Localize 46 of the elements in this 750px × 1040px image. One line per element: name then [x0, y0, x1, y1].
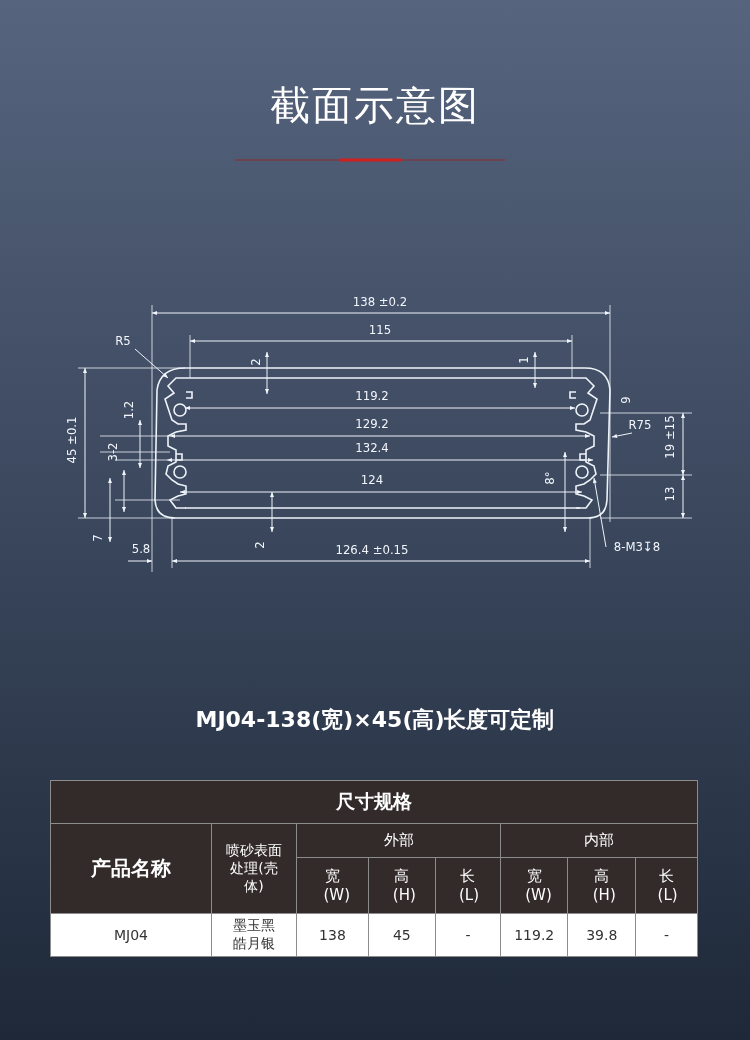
column-header: 高(H) [368, 857, 436, 914]
column-header: 喷砂表面处理(壳体) [211, 823, 297, 914]
column-header: 高(H) [567, 857, 636, 914]
table-title: 尺寸规格 [50, 780, 698, 824]
leader-line [134, 348, 169, 379]
dimension-text: 1.2 [122, 400, 136, 420]
table-cell: 119.2 [500, 913, 568, 957]
table-cell: - [635, 913, 698, 957]
dimension-text: 2 [253, 541, 267, 549]
table-cell: 39.8 [567, 913, 636, 957]
column-header: 内部 [500, 823, 698, 858]
dimension-text: 2 [249, 358, 263, 366]
callout-label: R75 [628, 418, 652, 432]
column-header: 长(L) [435, 857, 501, 914]
dimension-text: 126.4 ±0.15 [335, 543, 409, 557]
column-header: 宽(W) [296, 857, 369, 914]
dimension-text: 3-2 [106, 442, 120, 462]
column-header: 宽(W) [500, 857, 568, 914]
leader-line [592, 477, 607, 548]
dimension-text: 13 [663, 486, 677, 502]
dimension-text: 45 ±0.1 [65, 416, 79, 464]
table-cell: - [435, 913, 501, 957]
dimension-text: 129.2 [355, 417, 389, 431]
table-cell: 45 [368, 913, 436, 957]
dimension-text: 8° [543, 471, 557, 485]
dimension-text: 19 ±15 [663, 415, 677, 459]
dimension-text: 9 [619, 396, 633, 404]
dimension-text: 138 ±0.2 [352, 295, 408, 309]
dimension-text: 1 [517, 356, 531, 364]
dimension-text: 119.2 [355, 389, 389, 403]
table-cell: MJ04 [50, 913, 212, 957]
table-cell: 墨玉黑皓月银 [211, 913, 297, 957]
table-cell: 138 [296, 913, 369, 957]
dimension-text: 5.8 [131, 542, 151, 556]
dimension-text: 7 [91, 534, 105, 542]
page-title: 截面示意图 [269, 81, 481, 130]
product-caption: MJ04-138(宽)×45(高)长度可定制 [194, 706, 556, 734]
column-header: 外部 [296, 823, 501, 858]
dimension-text: 132.4 [355, 441, 389, 455]
dimension-text: 115 [368, 323, 392, 337]
callout-label: 8-M3↧8 [613, 540, 661, 554]
column-header: 产品名称 [50, 823, 212, 914]
column-header: 长(L) [635, 857, 698, 914]
leader-line [611, 432, 633, 438]
callout-label: R5 [115, 334, 131, 348]
dimension-text: 124 [360, 473, 384, 487]
